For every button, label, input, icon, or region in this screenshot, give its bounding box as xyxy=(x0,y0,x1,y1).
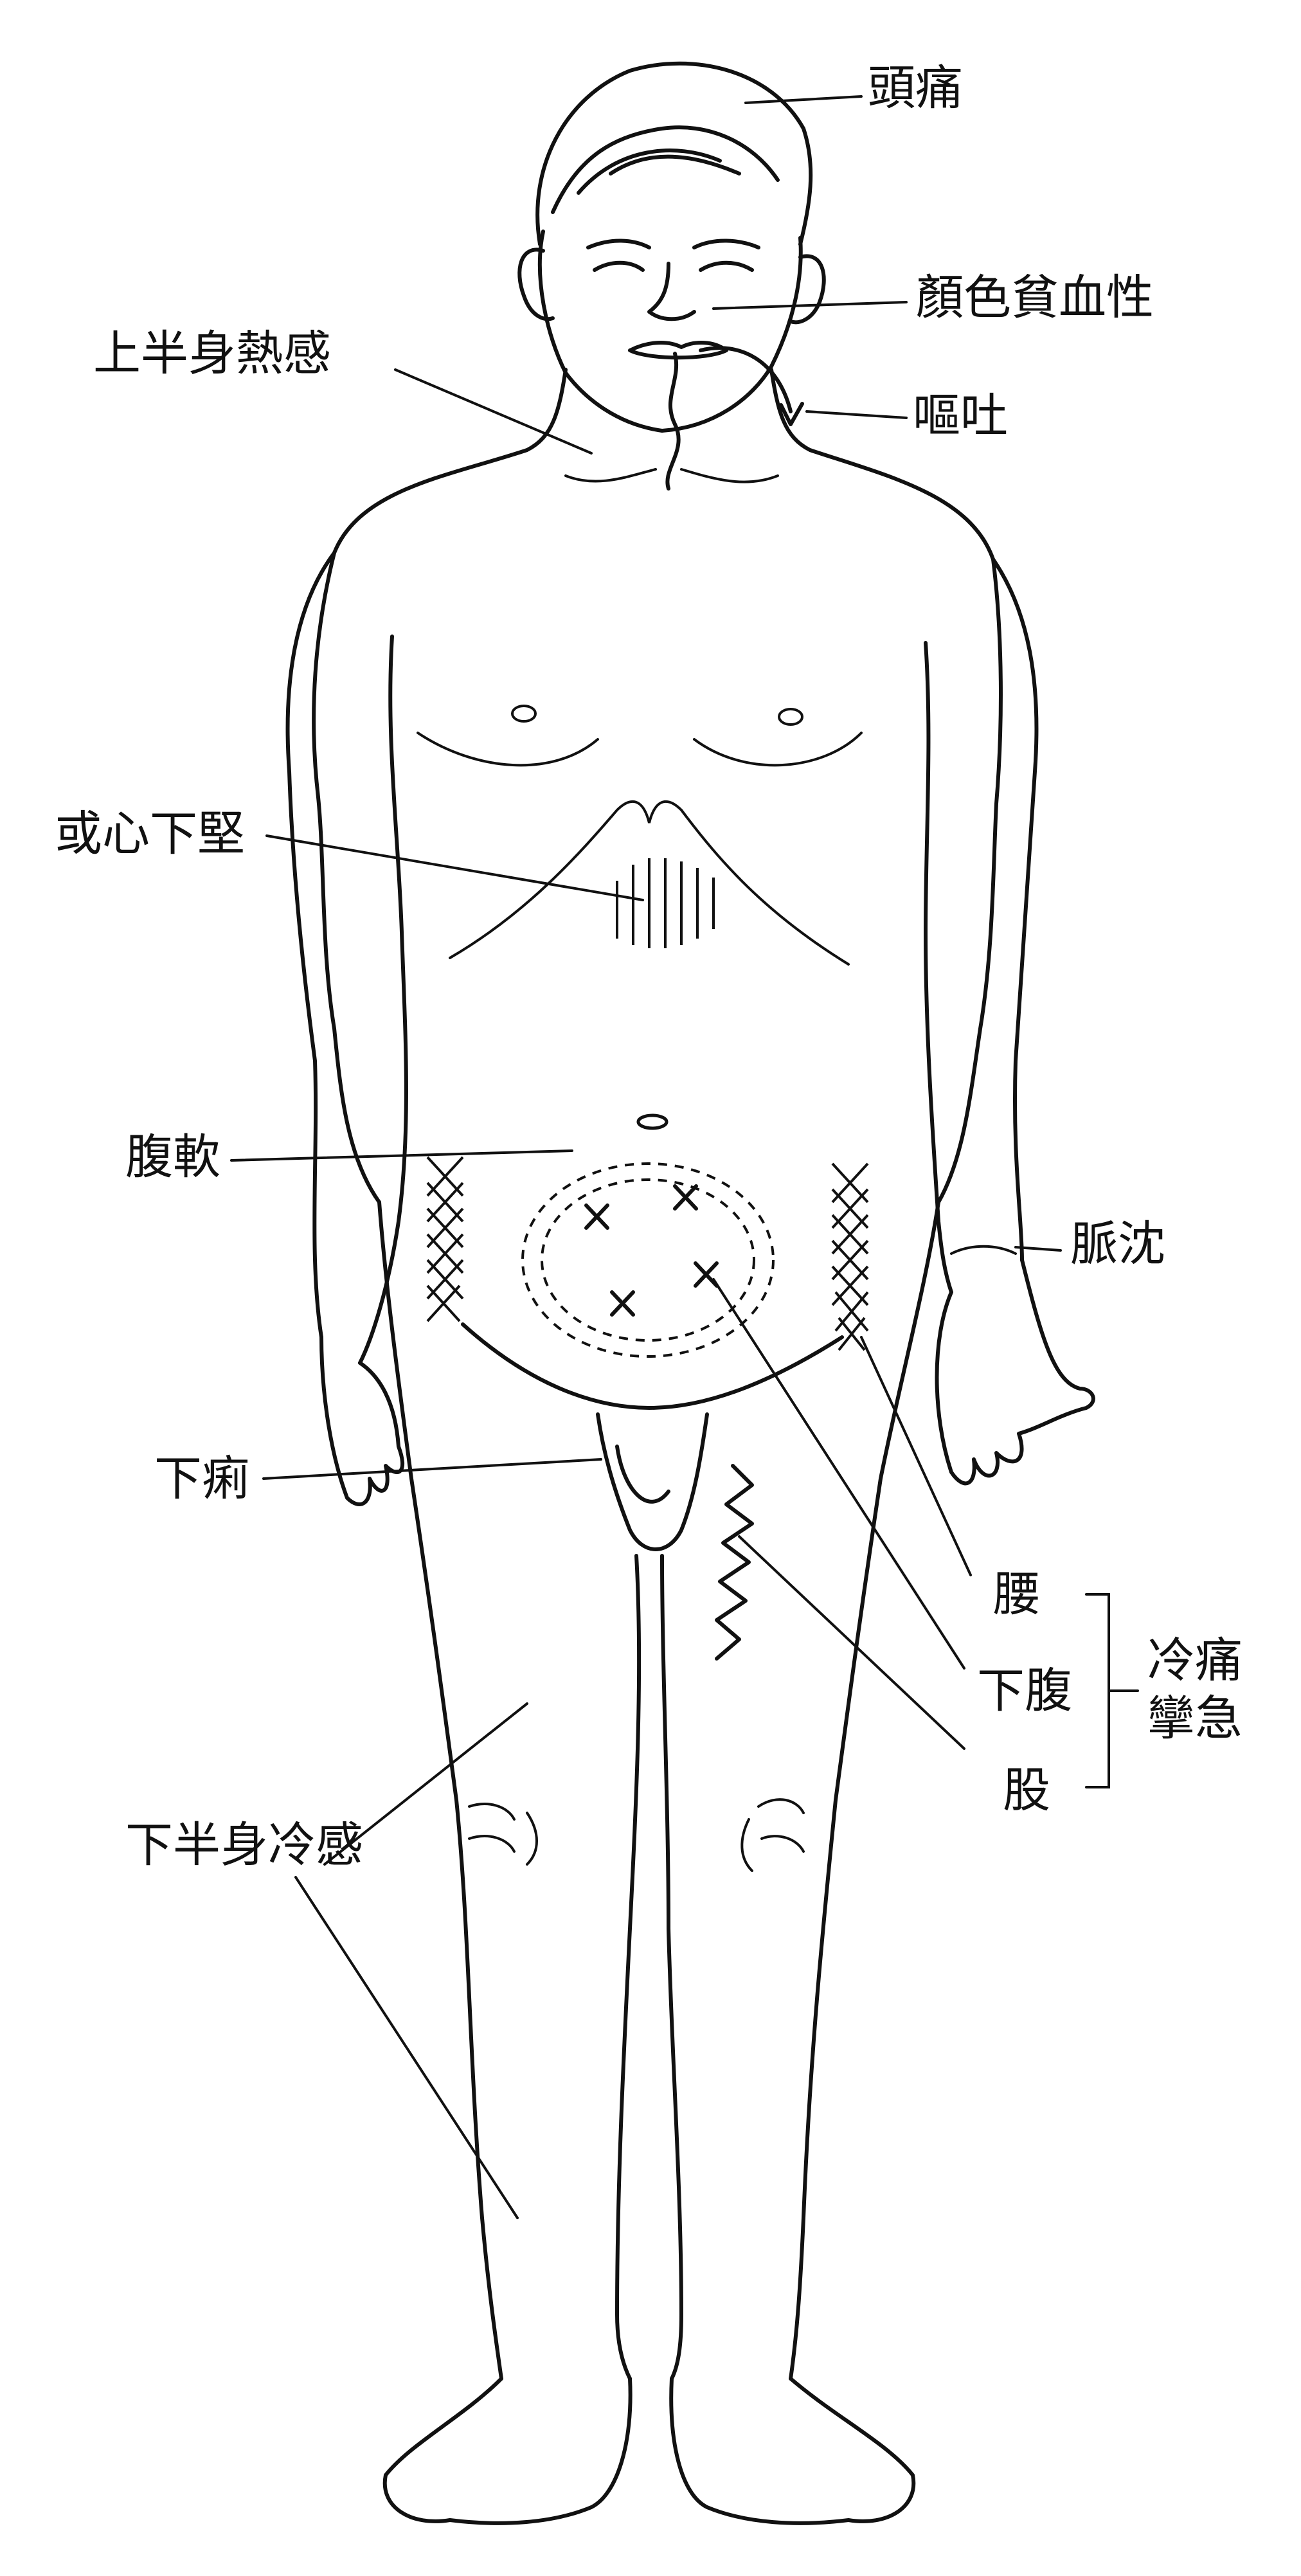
label-vomit: 嘔吐 xyxy=(913,388,1008,444)
abdomen-circle-outer xyxy=(521,1162,775,1358)
label-cramp: 攣急 xyxy=(1147,1691,1243,1746)
vomit-arrow xyxy=(699,346,804,426)
mouth xyxy=(628,341,728,360)
epigastric-hatch xyxy=(616,858,715,948)
labels: 頭痛 顏色貧血性 嘔吐 上半身熱感 或心下堅 腹軟 脈沈 下痢 腰 下腹 股 冷… xyxy=(55,60,1243,1873)
neck-shoulders xyxy=(332,368,995,561)
label-pulse: 脈沈 xyxy=(1070,1216,1165,1272)
leader-soft-abdomen xyxy=(230,1149,573,1162)
leader-pulse xyxy=(1014,1246,1062,1252)
leader-waist xyxy=(860,1336,972,1576)
chest xyxy=(417,732,863,767)
leader-diarrhea xyxy=(262,1458,602,1480)
navel xyxy=(636,1113,668,1130)
right-leg xyxy=(660,1200,940,2381)
label-cold-pain: 冷痛 xyxy=(1147,1633,1243,1688)
label-soft-abdomen: 腹軟 xyxy=(125,1130,220,1185)
leader-vomit xyxy=(805,410,908,419)
wrist-mark xyxy=(950,1245,1017,1255)
human-figure xyxy=(285,61,1095,2525)
left-ear xyxy=(517,248,555,321)
abdomen-x-marks xyxy=(584,1184,719,1317)
right-flank-crosshatch xyxy=(831,1162,869,1351)
leader-epigastric xyxy=(265,834,644,901)
right-nipple xyxy=(778,708,803,726)
left-eye xyxy=(593,260,645,272)
label-epigastric: 或心下堅 xyxy=(55,806,245,861)
right-eyebrow xyxy=(692,239,760,249)
bracket xyxy=(1085,1593,1139,1788)
leader-lower-cold-1 xyxy=(323,1702,528,1866)
label-lower-abdomen: 下腹 xyxy=(977,1663,1072,1718)
label-pale-face: 顏色貧血性 xyxy=(916,270,1154,325)
label-waist: 腰 xyxy=(993,1567,1041,1622)
leader-lower-cold-2 xyxy=(294,1876,519,2219)
right-foot xyxy=(669,2377,916,2525)
left-arm xyxy=(285,551,408,1365)
leader-pale-face xyxy=(712,301,908,310)
leader-thigh xyxy=(738,1535,965,1750)
groin-line xyxy=(461,1322,844,1410)
right-arm xyxy=(924,557,1039,1294)
abdomen-circle-inner xyxy=(541,1178,755,1342)
right-knee xyxy=(740,1798,805,1872)
label-upper-heat: 上半身熱感 xyxy=(93,326,331,381)
left-foot xyxy=(382,2377,633,2525)
thigh-zigzag xyxy=(715,1464,754,1661)
right-ear xyxy=(789,254,826,325)
vomit-stream xyxy=(665,352,681,491)
torso-left xyxy=(312,551,381,1204)
left-hand xyxy=(319,1335,405,1506)
left-nipple xyxy=(511,705,537,723)
left-eyebrow xyxy=(586,239,651,249)
right-hand xyxy=(935,1258,1095,1486)
label-diarrhea: 下痢 xyxy=(154,1451,249,1506)
right-eye xyxy=(699,260,754,272)
left-leg xyxy=(377,1200,642,2381)
hair xyxy=(535,61,813,246)
clavicles xyxy=(564,468,779,483)
leader-headache xyxy=(744,95,863,104)
torso-right xyxy=(937,557,1003,1204)
ribcage xyxy=(449,800,850,966)
label-headache: 頭痛 xyxy=(868,60,963,116)
genitals xyxy=(596,1412,709,1551)
leader-lines xyxy=(230,95,1139,2219)
left-knee xyxy=(468,1803,538,1866)
leader-upper-heat xyxy=(394,368,593,455)
nose xyxy=(647,262,696,321)
label-lower-cold: 下半身冷感 xyxy=(125,1817,363,1873)
leader-lower-abdomen xyxy=(712,1278,965,1670)
left-flank-crosshatch xyxy=(426,1156,464,1322)
label-thigh: 股 xyxy=(1003,1763,1050,1818)
head-outline xyxy=(537,230,803,433)
